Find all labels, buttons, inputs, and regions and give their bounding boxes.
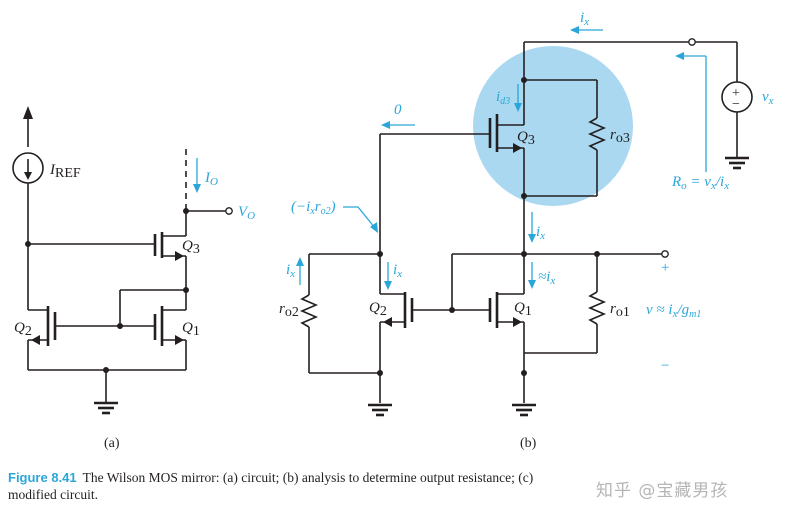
ro2-label: ro2 [279, 301, 299, 320]
io-label: IO [204, 170, 218, 188]
ground-symbol-q1 [512, 403, 536, 417]
id3-label: id3 [496, 89, 510, 107]
q2-label-a: Q2 [14, 320, 32, 339]
q3-label-b: Q3 [517, 129, 535, 148]
figure-caption-text: The Wilson MOS mirror: (a) circuit; (b) … [8, 470, 534, 502]
panel-b-label: (b) [520, 436, 537, 451]
ix-q2-label: ix [393, 262, 402, 280]
svg-text:−: − [732, 97, 740, 112]
ground-symbol-vx [725, 156, 749, 170]
ro-equation: Ro = vx/ix [671, 174, 729, 192]
q3-highlight [473, 46, 633, 206]
panel-b-circuit: + − vx ix Ro = vx/ix ro3 [279, 10, 774, 451]
q1-label-a: Q1 [182, 320, 200, 339]
ix-top-label: ix [580, 10, 589, 28]
iref-label: IREF [49, 162, 81, 181]
vx-label: vx [762, 89, 774, 107]
ro3-label: ro3 [610, 127, 630, 146]
node-voltage-label: (−ixro2) [291, 199, 336, 217]
ix-ro2-label: ix [286, 262, 295, 280]
vo-label: VO [238, 204, 255, 222]
output-plus: + [660, 260, 670, 276]
panel-a-circuit: IREF Q3 VO IO Q2 [12, 106, 255, 451]
q3-label-a: Q3 [182, 238, 200, 257]
ro3-resistor [587, 117, 607, 151]
figure-number: Figure 8.41 [8, 470, 77, 485]
ro1-resistor [587, 291, 607, 325]
approx-ix-label: ≈ix [538, 269, 555, 287]
ro2-resistor [299, 294, 319, 328]
ro1-label: ro1 [610, 301, 630, 320]
ground-symbol-q2 [368, 403, 392, 417]
ix-mid-label: ix [536, 224, 545, 242]
q2-label-b: Q2 [369, 300, 387, 319]
output-minus: − [660, 358, 670, 374]
watermark: 知乎 @宝藏男孩 [596, 481, 729, 501]
q1-label-b: Q1 [514, 300, 532, 319]
ground-symbol-a [94, 401, 118, 415]
v-equation: v ≈ ix/gm1 [646, 302, 701, 320]
panel-a-label: (a) [104, 436, 120, 451]
zero-current-label: 0 [394, 102, 402, 118]
svg-text:+: + [732, 86, 740, 101]
